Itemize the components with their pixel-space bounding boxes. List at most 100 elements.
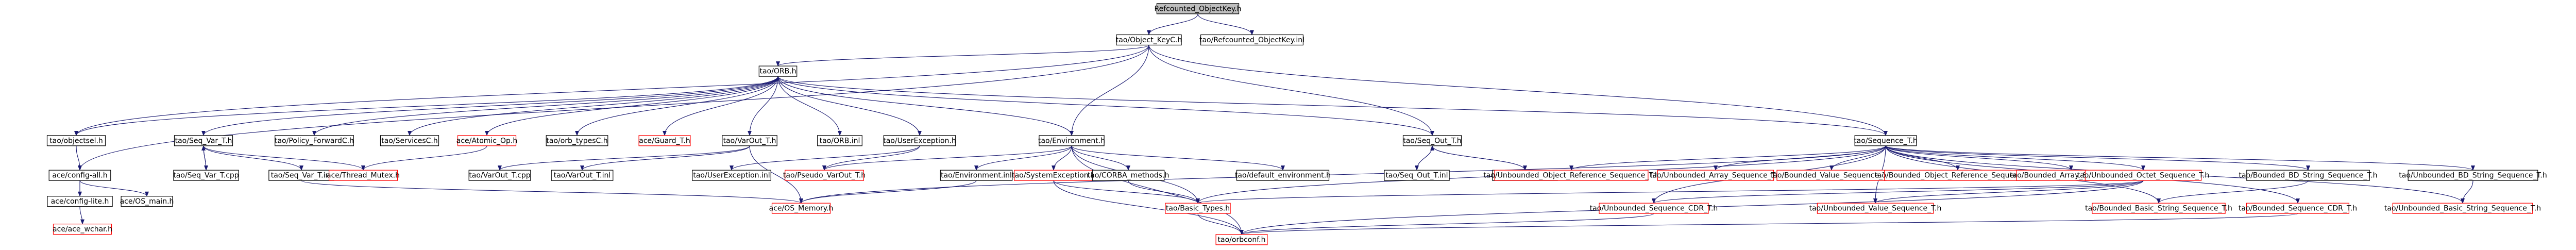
node-box bbox=[785, 170, 864, 181]
node-aceacfg[interactable]: ace/ace_wchar.h bbox=[53, 223, 112, 235]
edge-orb-to-seq bbox=[777, 76, 1888, 136]
node-env[interactable]: tao/Environment.h bbox=[1038, 135, 1105, 146]
node-orb[interactable]: tao/ORB.h bbox=[758, 65, 798, 77]
node-seqvarinl[interactable]: tao/Seq_Var_T.inl bbox=[268, 170, 334, 181]
node-label: tao/VarOut_T.cpp bbox=[469, 172, 530, 180]
edge-orb-to-seqvar bbox=[201, 76, 778, 136]
node-seqvarcpp[interactable]: tao/Seq_Var_T.cpp bbox=[173, 170, 239, 181]
node-root[interactable]: Refcounted_ObjectKey.h bbox=[1155, 3, 1242, 14]
node-box bbox=[692, 170, 771, 181]
node-corbam[interactable]: tao/CORBA_methods.h bbox=[1088, 170, 1170, 181]
node-box bbox=[1165, 203, 1231, 214]
edge-okh-to-objectsel bbox=[74, 45, 1149, 136]
node-osmain[interactable]: ace/OS_main.h bbox=[120, 196, 174, 207]
edge-uexc-to-uexcinl bbox=[730, 145, 920, 171]
node-box bbox=[722, 135, 777, 146]
edge-orb-to-atomic bbox=[485, 76, 778, 136]
node-box bbox=[47, 196, 113, 207]
node-label: Refcounted_ObjectKey.h bbox=[1155, 5, 1242, 13]
node-seqout[interactable]: tao/Seq_Out_T.h bbox=[1402, 135, 1462, 146]
node-orbt[interactable]: tao/orb_typesC.h bbox=[546, 135, 608, 146]
node-box bbox=[48, 170, 111, 181]
edge-env-to-corbam bbox=[1071, 145, 1130, 171]
edge-seq-to-uors bbox=[1569, 145, 1886, 171]
edge-orb-to-env bbox=[777, 76, 1074, 136]
node-seq[interactable]: tao/Sequence_T.h bbox=[1854, 135, 1918, 146]
node-bors[interactable]: tao/Bounded_Object_Reference_Sequence_T.… bbox=[1874, 170, 2041, 181]
node-label: tao/Seq_Out_T.h bbox=[1403, 137, 1461, 145]
node-label: ace/ace_wchar.h bbox=[53, 225, 112, 234]
node-box bbox=[1494, 170, 1649, 181]
edge-orb-to-orbt bbox=[575, 76, 778, 136]
node-seqoutinl[interactable]: tao/Seq_Out_T.inl bbox=[1384, 170, 1450, 181]
node-cfgh[interactable]: ace/config-lite.h bbox=[47, 196, 113, 207]
node-cfg[interactable]: ace/config-all.h bbox=[48, 170, 111, 181]
node-box bbox=[2246, 203, 2350, 214]
node-bseqcdr[interactable]: tao/Bounded_Sequence_CDR_T.h bbox=[2239, 203, 2357, 214]
node-label: tao/Bounded_Sequence_CDR_T.h bbox=[2239, 205, 2357, 213]
edge-seq-to-bors bbox=[1885, 145, 1960, 171]
node-orbconf[interactable]: tao/orbconf.h bbox=[1215, 234, 1268, 245]
node-sysexc[interactable]: tao/SystemException.h bbox=[1012, 170, 1095, 181]
node-envinl[interactable]: tao/Environment.inl bbox=[940, 170, 1013, 181]
node-uvs[interactable]: tao/Unbounded_Value_Sequence_T.h bbox=[1809, 203, 1942, 214]
node-label: ace/Thread_Mutex.h bbox=[327, 172, 400, 180]
node-label: tao/Pseudo_VarOut_T.h bbox=[783, 172, 866, 180]
node-uas[interactable]: tao/Unbounded_Array_Sequence_T.h bbox=[1650, 170, 1782, 181]
node-uocs[interactable]: tao/Unbounded_Octet_Sequence_T.h bbox=[2077, 170, 2210, 181]
node-box bbox=[457, 135, 517, 146]
node-box bbox=[275, 135, 354, 146]
node-thrmgr[interactable]: ace/Thread_Mutex.h bbox=[327, 170, 400, 181]
node-atomic[interactable]: ace/Atomic_Op.h bbox=[456, 135, 517, 146]
node-label: tao/Environment.inl bbox=[941, 172, 1012, 180]
edge-varout-to-varoutcpp bbox=[498, 145, 750, 171]
edge-orb-to-orbinl bbox=[777, 76, 842, 136]
node-defenv[interactable]: tao/default_environment.h bbox=[1235, 170, 1331, 181]
node-bbds[interactable]: tao/Bounded_BD_String_Sequence_T.h bbox=[2239, 170, 2378, 181]
edge-uocs-to-useqcdr bbox=[1652, 180, 2144, 204]
node-uexc[interactable]: tao/UserException.h bbox=[883, 135, 956, 146]
node-orbinl[interactable]: tao/ORB.inl bbox=[817, 135, 862, 146]
node-pseudo[interactable]: tao/Pseudo_VarOut_T.h bbox=[783, 170, 866, 181]
node-osmem[interactable]: ace/OS_Memory.h bbox=[769, 203, 834, 214]
node-varout[interactable]: tao/VarOut_T.h bbox=[722, 135, 777, 146]
node-label: tao/VarOut_T.h bbox=[723, 137, 776, 145]
edge-root-to-rinl bbox=[1197, 13, 1254, 36]
node-label: tao/objectsel.h bbox=[49, 137, 103, 145]
edge-orb-to-svc bbox=[408, 76, 778, 136]
node-box bbox=[1200, 34, 1304, 46]
node-box bbox=[1817, 203, 1934, 214]
node-label: tao/Bounded_Object_Reference_Sequence_T.… bbox=[1874, 172, 2041, 180]
node-label: ace/Guard_T.h bbox=[639, 137, 690, 145]
node-useqcdr[interactable]: tao/Unbounded_Sequence_CDR_T.h bbox=[1590, 203, 1718, 214]
edge-bbds-to-bbss bbox=[2157, 180, 2309, 204]
node-label: tao/orb_typesC.h bbox=[546, 137, 607, 145]
node-rinl[interactable]: tao/Refcounted_ObjectKey.inl bbox=[1199, 34, 1304, 46]
node-objectsel[interactable]: tao/objectsel.h bbox=[46, 135, 106, 146]
node-bbss[interactable]: tao/Bounded_Basic_String_Sequence_T.h bbox=[2085, 203, 2232, 214]
node-polfwd[interactable]: tao/Policy_ForwardC.h bbox=[275, 135, 354, 146]
node-ubds[interactable]: tao/Unbounded_BD_String_Sequence_T.h bbox=[2399, 170, 2547, 181]
node-label: tao/Unbounded_Object_Reference_Sequence_… bbox=[1483, 172, 1659, 180]
node-varoutcpp[interactable]: tao/VarOut_T.cpp bbox=[468, 170, 531, 181]
node-guard[interactable]: ace/Guard_T.h bbox=[638, 135, 691, 146]
edge-uocs-to-uvs bbox=[1873, 180, 2144, 204]
edge-env-to-defenv bbox=[1071, 145, 1285, 171]
node-seqvar[interactable]: tao/Seq_Var_T.h bbox=[174, 135, 233, 146]
node-box bbox=[883, 135, 956, 146]
node-uexcinl[interactable]: tao/UserException.inl bbox=[692, 170, 771, 181]
node-label: tao/Policy_ForwardC.h bbox=[275, 137, 354, 145]
node-bvs[interactable]: tao/Bounded_Value_Sequence_T.h bbox=[1770, 170, 1893, 181]
edge-seq-to-uas bbox=[1714, 145, 1886, 171]
node-ubss[interactable]: tao/Unbounded_Basic_String_Sequence_T.h bbox=[2384, 203, 2541, 214]
node-label: tao/UserException.inl bbox=[693, 172, 770, 180]
node-label: tao/SystemException.h bbox=[1012, 172, 1095, 180]
edge-layer bbox=[74, 13, 2475, 235]
node-varoutinl[interactable]: tao/VarOut_T.inl bbox=[551, 170, 614, 181]
node-okh[interactable]: tao/Object_KeyC.h bbox=[1116, 34, 1182, 46]
node-basic[interactable]: tao/Basic_Types.h bbox=[1165, 203, 1231, 214]
node-uors[interactable]: tao/Unbounded_Object_Reference_Sequence_… bbox=[1483, 170, 1659, 181]
node-svc[interactable]: tao/ServicesC.h bbox=[380, 135, 439, 146]
node-box bbox=[1854, 135, 1917, 146]
node-label: tao/ServicesC.h bbox=[381, 137, 437, 145]
